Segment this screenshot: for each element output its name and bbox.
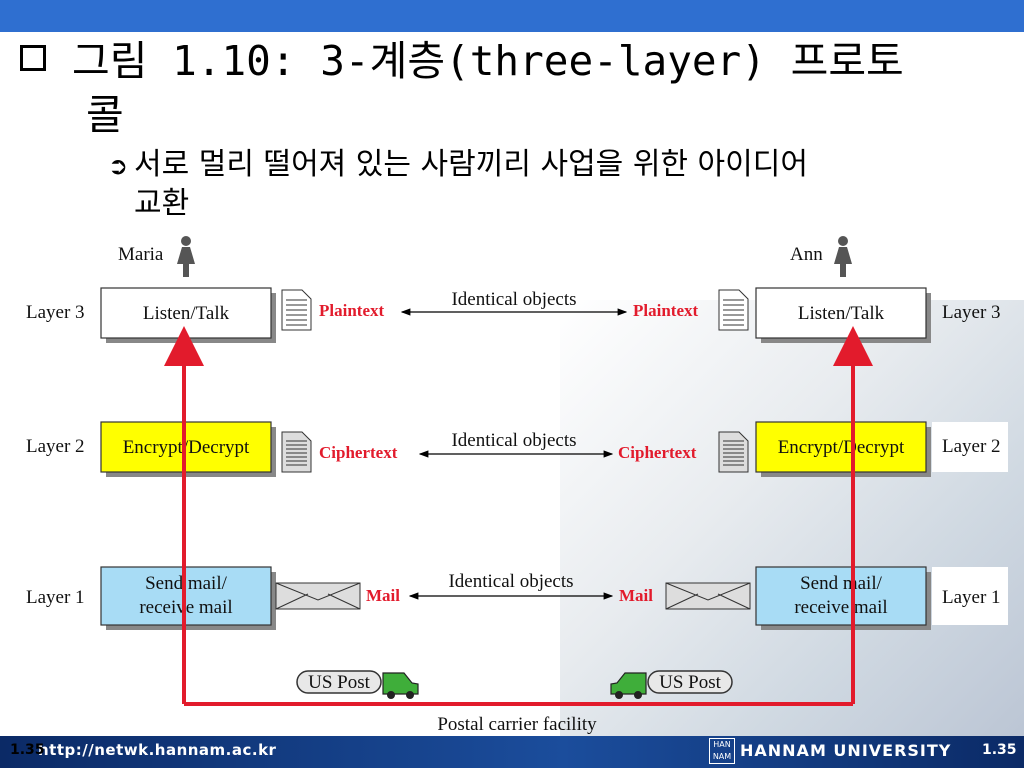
bullet-point: ➲서로 멀리 떨어져 있는 사람끼리 사업을 위한 아이디어 교환: [108, 146, 988, 223]
layer-1-label-right: Layer 1: [942, 587, 1001, 608]
bullet-line-2: 교환: [134, 186, 190, 221]
layer-1-box-left-text-1: Send mail/: [145, 573, 228, 594]
layer-1-row: Layer 1 Send mail/ receive mail Mail Ide…: [26, 566, 1008, 630]
identical-objects-label: Identical objects: [448, 571, 573, 592]
arrow-bullet-icon: ➲: [108, 152, 129, 180]
ciphertext-label-right: Ciphertext: [618, 443, 697, 462]
envelope-icon: [275, 582, 361, 610]
layer-2-box-right-text: Encrypt/Decrypt: [778, 437, 905, 458]
slide-number-left: 1.35: [10, 742, 45, 758]
truck-label-left: US Post: [308, 672, 370, 693]
layer-1-box-right-text-1: Send mail/: [800, 573, 883, 594]
document-icon: [718, 289, 749, 331]
background-decoration: [560, 300, 1024, 740]
document-icon: [281, 289, 312, 331]
layer-2-box-left-text: Encrypt/Decrypt: [123, 437, 250, 458]
ciphertext-document-icon: [281, 431, 312, 473]
layer-1-box-right-text-2: receive mail: [794, 597, 887, 618]
layer-2-label-left: Layer 2: [26, 436, 85, 457]
top-bar: [0, 0, 1024, 32]
postal-carrier-facility-label: Postal carrier facility: [437, 714, 597, 735]
layer-2-box-right: [755, 421, 927, 473]
bullet-line-1: 서로 멀리 떨어져 있는 사람끼리 사업을 위한 아이디어: [134, 147, 808, 182]
title-line-1: 그림 1.10: 3-계층(three-layer) 프로토: [72, 37, 904, 85]
layer-3-row: Layer 3 Listen/Talk Plaintext Identical …: [26, 287, 1001, 343]
footer-url[interactable]: http://netwk.hannam.ac.kr: [38, 741, 277, 759]
university-logo-icon: HAN NAM: [709, 738, 735, 764]
layer-3-label-left: Layer 3: [26, 302, 85, 323]
layer-1-label-left: Layer 1: [26, 587, 85, 608]
identical-objects-label: Identical objects: [451, 289, 576, 310]
identical-objects-label: Identical objects: [451, 430, 576, 451]
person-label-maria: Maria: [118, 244, 164, 265]
layer-3-box-right-text: Listen/Talk: [798, 303, 885, 324]
person-icon-maria: [177, 236, 195, 277]
person-label-ann: Ann: [790, 244, 823, 265]
mail-label-right: Mail: [619, 586, 653, 605]
envelope-icon: [665, 582, 751, 610]
ciphertext-label-left: Ciphertext: [319, 443, 398, 462]
mail-label-left: Mail: [366, 586, 400, 605]
slide-number-right: 1.35: [982, 742, 1017, 758]
ciphertext-document-icon: [718, 431, 749, 473]
university-name: HANNAM UNIVERSITY: [740, 741, 952, 760]
us-post-truck-right: US Post: [610, 670, 733, 699]
us-post-truck-left: US Post: [296, 670, 419, 699]
plaintext-label-right: Plaintext: [633, 301, 698, 320]
person-icon-ann: [834, 236, 852, 277]
layer-3-label-right: Layer 3: [942, 302, 1001, 323]
layer-2-row: Layer 2 Encrypt/Decrypt Ciphertext Ident…: [26, 421, 1008, 477]
checkbox-bullet-icon: [20, 45, 46, 71]
plaintext-label-left: Plaintext: [319, 301, 384, 320]
layer-2-label-right: Layer 2: [942, 436, 1001, 457]
layer-3-box-left-text: Listen/Talk: [143, 303, 230, 324]
truck-label-right: US Post: [659, 672, 721, 693]
slide-title: 그림 1.10: 3-계층(three-layer) 프로토 콜: [20, 34, 1010, 142]
footer-bar: [0, 736, 1024, 768]
layer-1-box-right: [755, 566, 927, 626]
title-line-2: 콜: [86, 91, 124, 139]
